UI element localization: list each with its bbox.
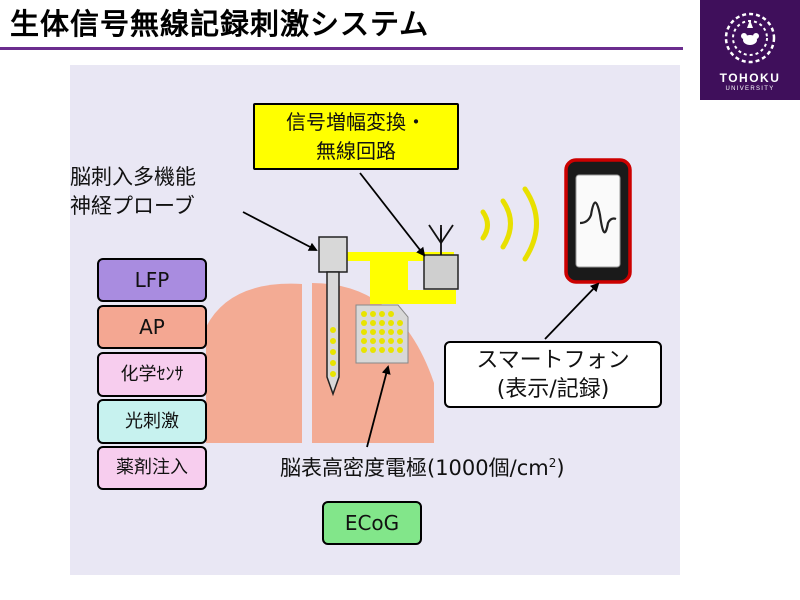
arrow-probe [242, 211, 318, 251]
probe-label-line-1: 脳刺入多機能 [70, 165, 196, 189]
slide-title: 生体信号無線記録刺激システム [10, 7, 430, 41]
arrow-phone [544, 282, 600, 340]
ecog-label: 脳表高密度電極(1000個/cm2) [280, 448, 565, 483]
probe-head [318, 236, 348, 273]
smartphone-box: スマートフォン (表示/記録) [444, 341, 662, 408]
modality-chemical-sensor: 化学ｾﾝｻ [97, 352, 207, 397]
brain-left-hemisphere [206, 283, 302, 443]
probe-label-line-2: 神経プローブ [70, 194, 195, 218]
circuit-board-bar [335, 252, 454, 261]
probe-label: 脳刺入多機能 神経プローブ [70, 163, 196, 221]
modality-drug-injection: 薬剤注入 [97, 446, 207, 490]
antenna-icon [428, 224, 454, 255]
ecog-label-superscript: 2 [548, 456, 557, 470]
amplifier-line-1: 信号増幅変換・ [286, 110, 426, 134]
ecog-label-text: 脳表高密度電極(1000個/cm [280, 456, 549, 480]
radio-wave-icon [480, 186, 539, 262]
modality-optical-stimulation: 光刺激 [97, 399, 207, 444]
circuit-board-block [370, 290, 456, 304]
smartphone-line-2: (表示/記録) [496, 377, 610, 402]
smartphone-screen [575, 174, 621, 268]
university-logo: TOHOKU UNIVERSITY [700, 0, 800, 100]
ecog-label-tail: ) [556, 456, 565, 480]
ecog-box: ECoG [322, 501, 422, 545]
ecog-electrode-grid [361, 311, 403, 353]
logo-name: TOHOKU [719, 71, 781, 85]
amplifier-line-2: 無線回路 [316, 139, 396, 163]
modality-ap: AP [97, 305, 207, 349]
amplifier-box: 信号増幅変換・ 無線回路 [253, 103, 459, 170]
title-underline [0, 47, 683, 50]
arrow-ecog [366, 365, 391, 448]
bamboo-sparrow-crest-icon [724, 12, 776, 64]
probe-contacts [330, 327, 336, 377]
arrow-amp [359, 172, 426, 257]
smartphone-line-1: スマートフォン [476, 348, 630, 373]
modality-lfp: LFP [97, 258, 207, 302]
transmitter-chip [423, 254, 459, 290]
logo-subtitle: UNIVERSITY [725, 86, 775, 92]
diagram-graphics [206, 158, 632, 448]
diagram-panel: 脳刺入多機能 神経プローブ 信号増幅変換・ 無線回路 LFP AP 化学ｾﾝｻ … [70, 65, 680, 575]
waveform-icon [579, 201, 617, 234]
